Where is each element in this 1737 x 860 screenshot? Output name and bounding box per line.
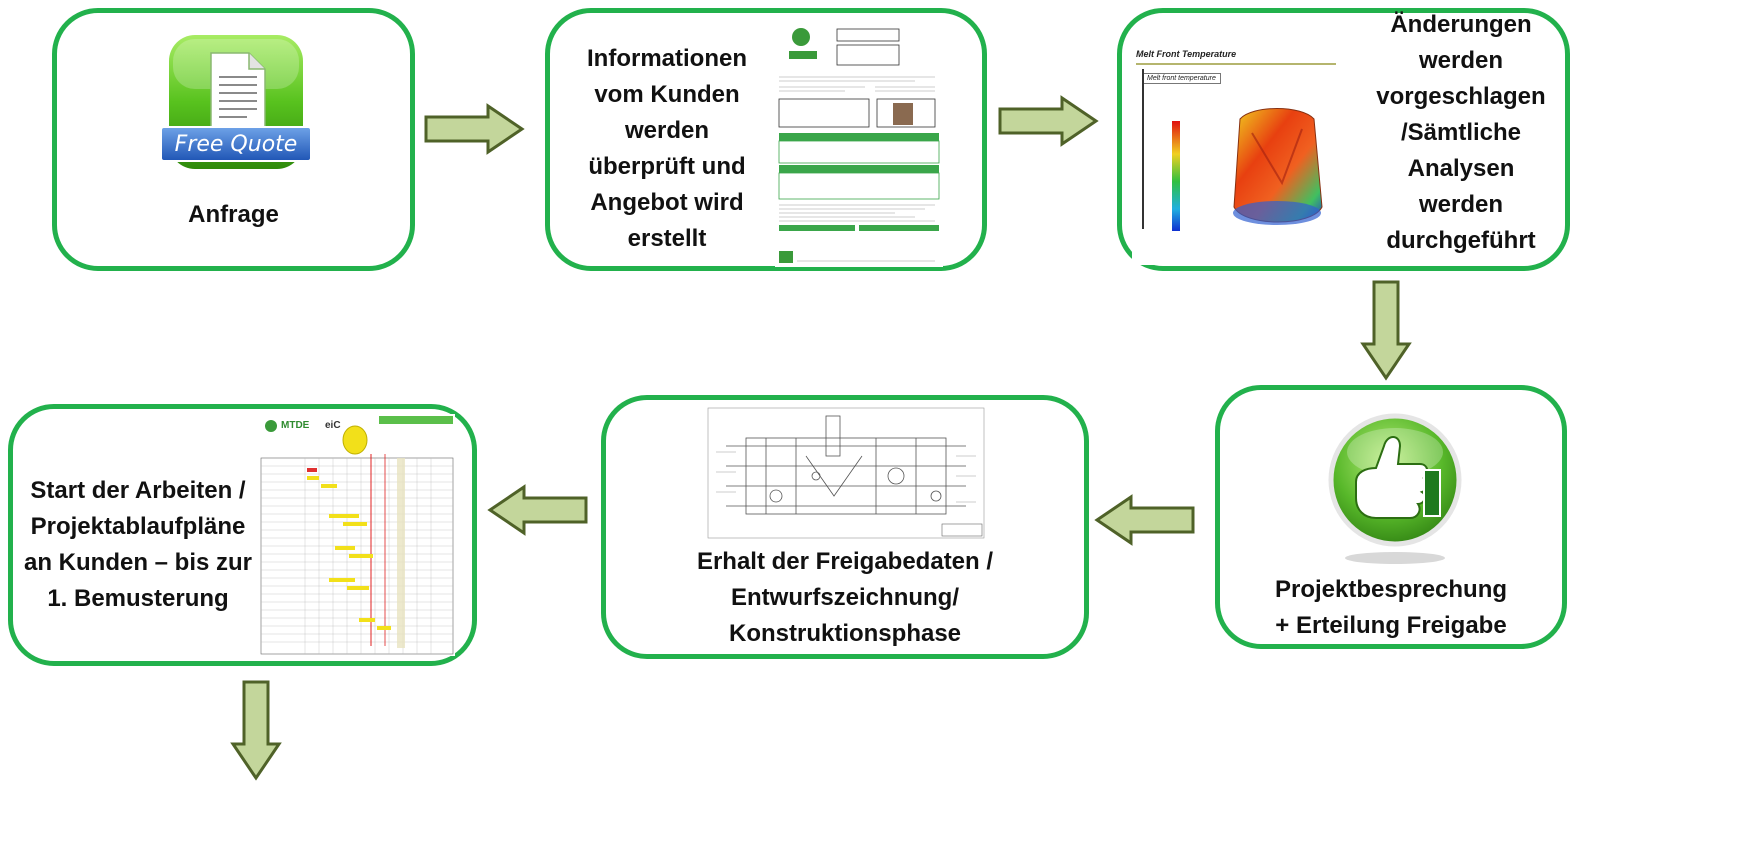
melt-front-analysis-thumbnail: Melt Front Temperature Melt front temper… bbox=[1132, 43, 1344, 265]
thumbs-up-icon bbox=[1328, 413, 1462, 564]
project-schedule-thumbnail: MTDE eiC bbox=[259, 414, 455, 656]
step-anfrage-label: Anfrage bbox=[188, 201, 279, 228]
step-informationen-label: Informationen vom Kunden werden überprüf… bbox=[587, 45, 747, 252]
quotation-document-thumbnail bbox=[775, 19, 943, 267]
step-start-label: Start der Arbeiten / Projektablaufpläne … bbox=[23, 477, 253, 612]
step-aenderungen-label: Änderungen werden vorgeschlagen /Sämtlic… bbox=[1376, 11, 1546, 254]
arrow-down-2 bbox=[230, 680, 282, 781]
step-anfrage-box: Free Quote Anfrage bbox=[52, 8, 415, 271]
step-projektbesprechung-box: Projektbesprechung + Erteilung Freigabe bbox=[1215, 385, 1567, 649]
step-erhalt-box: Erhalt der Freigabedaten / Entwurfszeich… bbox=[601, 395, 1089, 659]
step-projektbesprechung-label: Projektbesprechung + Erteilung Freigabe bbox=[1274, 576, 1508, 639]
step-erhalt-label: Erhalt der Freigabedaten / Entwurfszeich… bbox=[696, 548, 994, 647]
step-start-box: Start der Arbeiten / Projektablaufpläne … bbox=[8, 404, 477, 666]
step-aenderungen-box: Melt Front Temperature Melt front temper… bbox=[1117, 8, 1570, 271]
step-informationen-box: Informationen vom Kunden werden überprüf… bbox=[545, 8, 987, 271]
arrow-left-1 bbox=[1094, 494, 1195, 546]
melt-front-title-rule bbox=[1136, 63, 1336, 65]
arrow-left-2 bbox=[487, 484, 588, 536]
temperature-scale-and-part bbox=[1142, 69, 1323, 231]
arrow-right-1 bbox=[424, 103, 525, 155]
arrow-down-1 bbox=[1360, 280, 1412, 381]
technical-drawing-thumbnail bbox=[706, 406, 986, 540]
schedule-logo-2: eiC bbox=[325, 420, 341, 431]
arrow-right-2 bbox=[998, 95, 1099, 147]
schedule-logo: MTDE bbox=[281, 420, 310, 431]
free-quote-icon-text: Free Quote bbox=[174, 132, 298, 157]
melt-front-title: Melt Front Temperature bbox=[1136, 49, 1237, 59]
free-quote-icon bbox=[160, 35, 312, 169]
schedule-grid bbox=[260, 416, 454, 655]
